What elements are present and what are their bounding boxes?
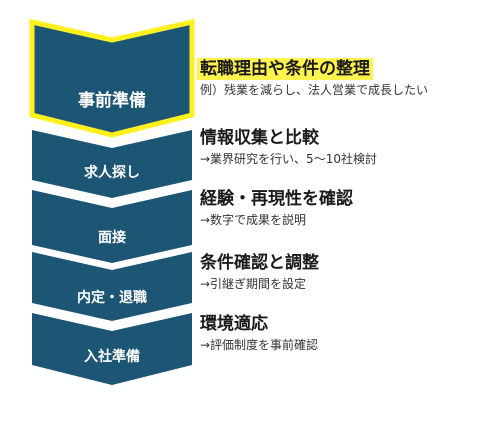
step-label-5: 入社準備	[84, 349, 140, 365]
step-title-3: 経験・再現性を確認	[200, 189, 353, 209]
chevron-step-4	[32, 252, 192, 321]
step-info-4: 条件確認と調整 →引継ぎ期間を設定	[200, 252, 476, 293]
step-title-5: 環境適応	[200, 314, 268, 334]
chevron-step-5	[32, 313, 192, 385]
step-desc-2: →業界研究を行い、5〜10社検討	[200, 152, 377, 166]
step-label-3: 面接	[98, 230, 126, 246]
step-title-1: 転職理由や条件の整理	[197, 58, 373, 80]
step-info-2: 情報収集と比較 →業界研究を行い、5〜10社検討	[200, 127, 476, 168]
chevron-step-1	[29, 18, 195, 138]
chevron-step-2	[32, 130, 192, 198]
step-title-4: 条件確認と調整	[200, 253, 319, 273]
step-label-4: 内定・退職	[77, 290, 147, 306]
step-desc-5: →評価制度を事前確認	[200, 338, 319, 352]
step-desc-4: →引継ぎ期間を設定	[200, 277, 307, 291]
step-desc-1: 例）残業を減らし、法人営業で成長したい	[200, 83, 429, 97]
step-label-2: 求人探し	[84, 165, 140, 181]
step-info-5: 環境適応 →評価制度を事前確認	[200, 313, 476, 354]
chevron-step-3	[32, 190, 192, 263]
step-info-1: 転職理由や条件の整理 例）残業を減らし、法人営業で成長したい	[197, 58, 476, 99]
step-label-1: 事前準備	[78, 91, 146, 111]
step-desc-3: →数字で成果を説明	[200, 213, 307, 227]
step-title-2: 情報収集と比較	[200, 128, 319, 148]
step-info-3: 経験・再現性を確認 →数字で成果を説明	[200, 188, 476, 229]
